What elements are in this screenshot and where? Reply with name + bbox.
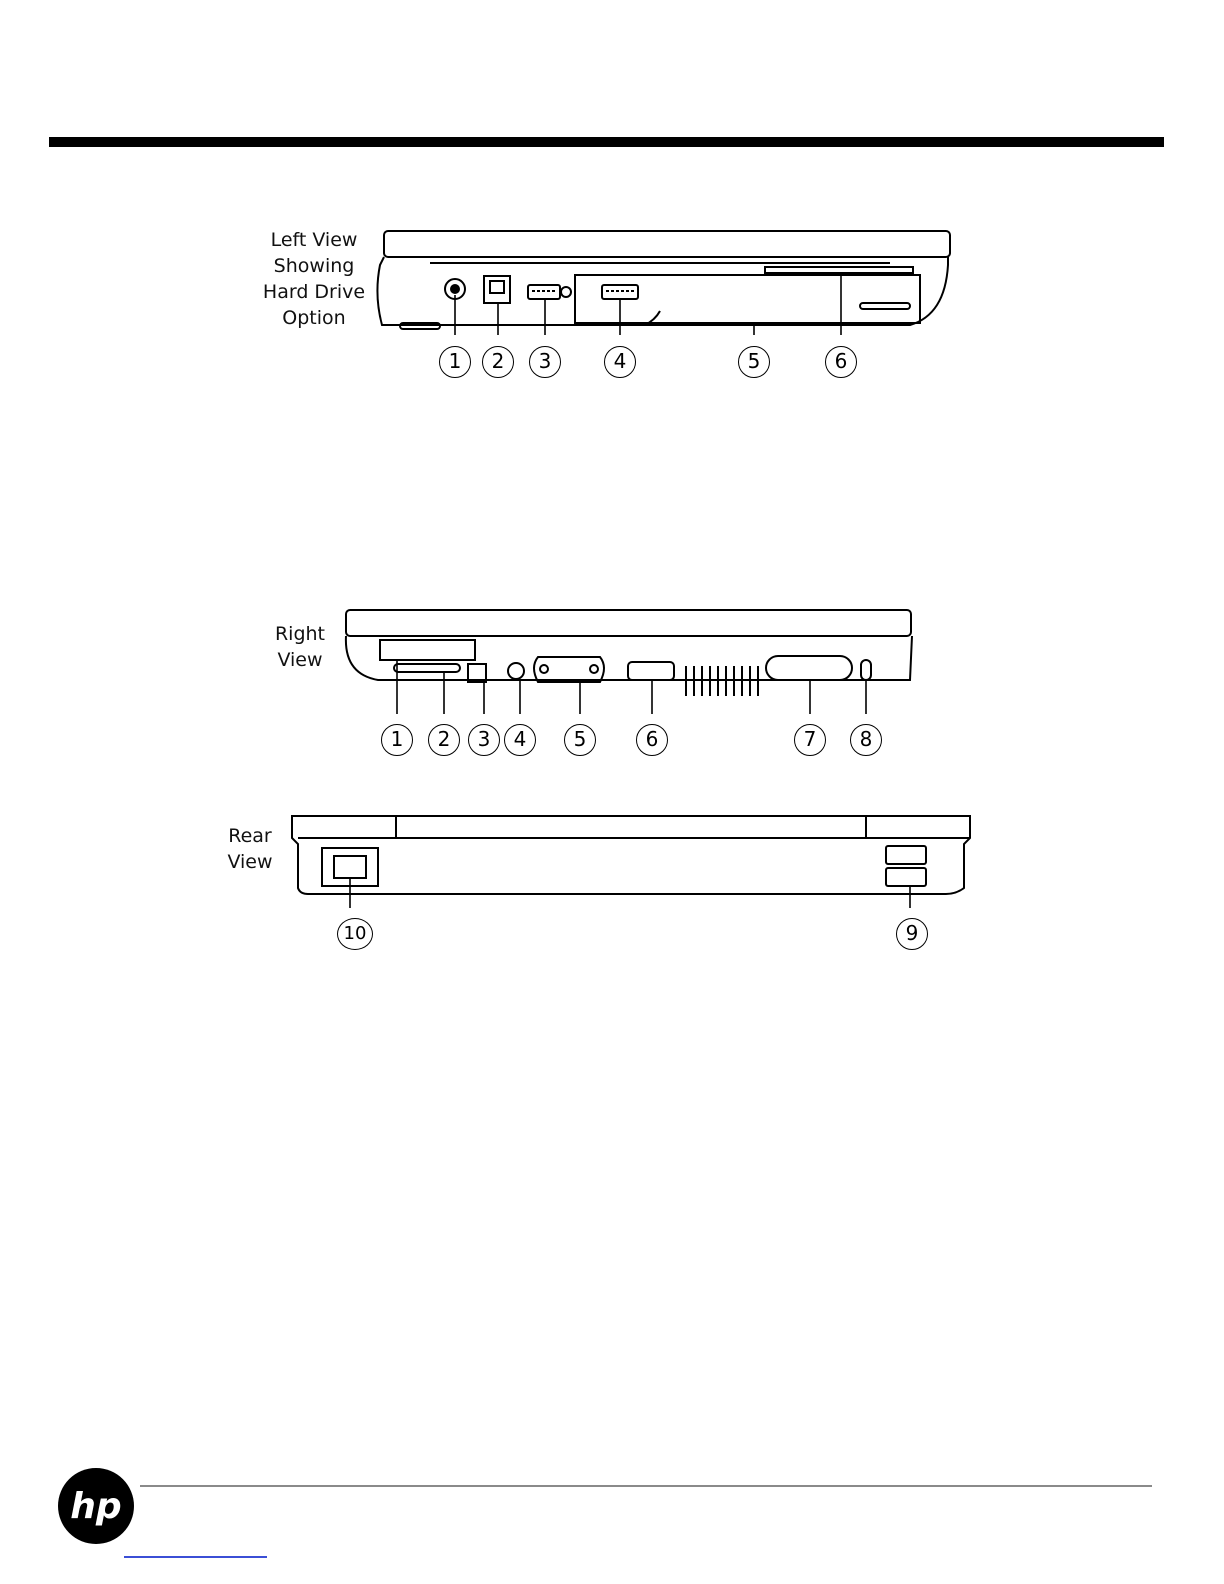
right-view-callout-2: 2	[428, 724, 460, 756]
left-view-callout-6: 6	[825, 346, 857, 378]
right-view-drawing	[338, 604, 928, 714]
left-view-label-line-4: Option	[258, 305, 370, 331]
right-view-card-slot	[380, 640, 475, 660]
rear-view-usb-port-bottom	[886, 868, 926, 886]
left-view-modem-jack	[484, 276, 510, 303]
right-view-security-slot	[861, 660, 871, 680]
right-view-expansion-port	[766, 656, 852, 680]
right-view-displayport	[628, 662, 674, 680]
rear-view-label-line-2: View	[222, 849, 278, 875]
rear-view-callout-10: 10	[337, 918, 373, 950]
right-view-label-line-2: View	[270, 647, 330, 673]
right-view-media-slot	[394, 664, 460, 672]
left-view-usb-port-b	[602, 285, 638, 299]
rear-view-body	[292, 816, 970, 894]
left-view-label: Left View Showing Hard Drive Option	[258, 227, 370, 331]
left-view-lid	[384, 231, 950, 257]
top-rule	[49, 137, 1164, 147]
right-view-audio-jack	[508, 663, 524, 679]
left-view-label-line-2: Showing	[258, 253, 370, 279]
right-view-callout-5: 5	[564, 724, 596, 756]
left-view-callout-3: 3	[529, 346, 561, 378]
right-view-callout-1: 1	[381, 724, 413, 756]
left-view-callout-1: 1	[439, 346, 471, 378]
left-view-usb-port-a	[528, 285, 571, 299]
rear-view-usb-port-top	[886, 846, 926, 864]
right-view-label: Right View	[270, 621, 330, 673]
left-view-label-line-3: Hard Drive	[258, 279, 370, 305]
right-view-callout-8: 8	[850, 724, 882, 756]
left-view-drawing	[370, 225, 960, 335]
rear-view-drawing	[286, 808, 976, 908]
rear-view-hinge	[396, 816, 866, 838]
left-view-callout-5: 5	[738, 346, 770, 378]
right-view-label-line-1: Right	[270, 621, 330, 647]
right-view-callout-7: 7	[794, 724, 826, 756]
hp-logo: hp	[56, 1466, 136, 1546]
rear-view-label-line-1: Rear	[222, 823, 278, 849]
rear-view-callout-9: 9	[896, 918, 928, 950]
right-view-callout-4: 4	[504, 724, 536, 756]
hp-logo-text: hp	[70, 1486, 121, 1527]
left-view-label-line-1: Left View	[258, 227, 370, 253]
right-view-lid	[346, 610, 911, 636]
left-view-callout-2: 2	[482, 346, 514, 378]
footer-link[interactable]	[124, 1556, 267, 1558]
right-view-callout-6: 6	[636, 724, 668, 756]
left-view-callout-4: 4	[604, 346, 636, 378]
right-view-vga-port	[534, 657, 604, 682]
right-view-callout-3: 3	[468, 724, 500, 756]
footer-rule	[140, 1485, 1152, 1487]
rear-view-label: Rear View	[222, 823, 278, 875]
left-view-release-latch	[765, 267, 913, 273]
